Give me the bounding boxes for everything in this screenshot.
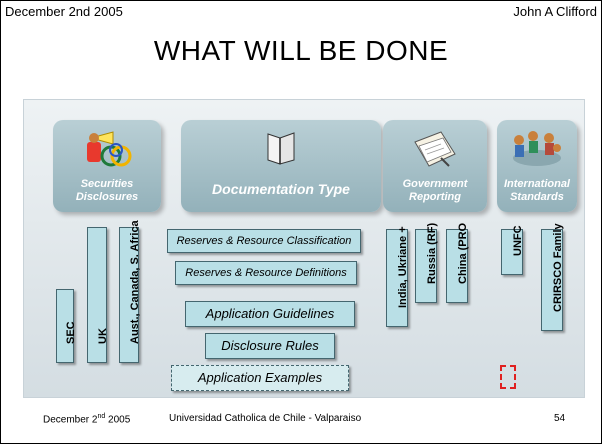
slide-title: WHAT WILL BE DONE (153, 35, 449, 66)
uk-label: UK (97, 328, 109, 344)
aust-canada-safrica-box: Aust., Canada, S. Africa (119, 220, 141, 363)
meeting-clipart-icon (509, 126, 565, 175)
application-guidelines-box: Application Guidelines (185, 301, 355, 327)
page-number: 54 (554, 413, 566, 424)
footer-date: December 2nd 2005 (43, 413, 131, 426)
reserves-classification-box: Reserves & Resource Classification (167, 229, 361, 253)
book-icon (266, 130, 296, 171)
application-examples-box: Application Examples (171, 365, 349, 391)
china-label: China (PRO (457, 222, 469, 284)
documentation-card-label: Documentation Type (212, 181, 350, 197)
russia-label: Russia (RF) (426, 222, 438, 284)
unfc-box: UNFC (501, 225, 524, 275)
crirsco-label: CRIRSCO Family (552, 223, 564, 312)
teaching-clipart-icon (83, 128, 133, 175)
aust-canada-safrica-label: Aust., Canada, S. Africa (129, 220, 141, 344)
international-standards-card: International Standards (497, 120, 577, 212)
government-card-label: Government Reporting (402, 178, 468, 203)
footer-university: Universidad Catholica de Chile - Valpara… (169, 413, 362, 424)
header-author: John A Clifford (513, 4, 597, 19)
government-reporting-card: Government Reporting (383, 120, 487, 212)
header-date: December 2nd 2005 (5, 4, 123, 19)
sec-box: SEC (56, 289, 77, 363)
dashed-marker (500, 365, 516, 389)
papers-clipart-icon (411, 128, 459, 175)
china-box: China (PRO (446, 223, 469, 303)
india-ukraine-label: India, Ukriane + (397, 226, 409, 308)
uk-box: UK (87, 227, 109, 363)
crirsco-box: CRIRSCO Family (541, 223, 564, 331)
sec-label: SEC (65, 321, 77, 344)
disclosure-rules-box: Disclosure Rules (205, 333, 335, 359)
documentation-type-card: Documentation Type (181, 120, 381, 212)
securities-card-label: Securities Disclosures (75, 178, 139, 203)
unfc-label: UNFC (512, 225, 524, 256)
russia-box: Russia (RF) (415, 223, 438, 303)
securities-disclosures-card: Securities Disclosures (53, 120, 161, 212)
international-card-label: International Standards (503, 178, 570, 203)
reserves-definitions-box: Reserves & Resource Definitions (175, 261, 357, 285)
india-ukraine-box: India, Ukriane + (386, 226, 409, 327)
